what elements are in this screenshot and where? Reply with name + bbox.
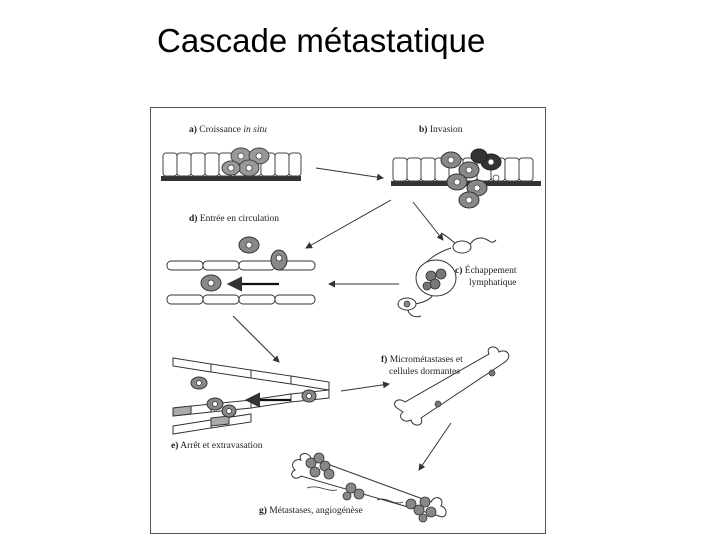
label-step-a: a) Croissance in situ bbox=[189, 125, 267, 135]
slide-title: Cascade métastatique bbox=[157, 22, 486, 59]
cascade-diagram bbox=[161, 147, 541, 523]
label-step-e: e) Arrêt et extravasation bbox=[171, 441, 263, 451]
panel-d-circulation bbox=[166, 236, 316, 305]
panel-e-extravasation bbox=[172, 357, 330, 435]
label-step-g: g) Métastases, angiogénèse bbox=[259, 506, 363, 516]
metastatic-cascade-figure: a) Croissance in situ b) Invasion c) Éch… bbox=[150, 107, 546, 534]
label-step-b: b) Invasion bbox=[419, 125, 463, 135]
label-step-f: f) Micrométastases et bbox=[381, 355, 463, 365]
panel-a-epithelium bbox=[161, 147, 302, 181]
label-step-d: d) Entrée en circulation bbox=[189, 214, 279, 224]
arrow-a-to-b bbox=[315, 167, 384, 181]
label-step-c-line2: lymphatique bbox=[469, 278, 517, 288]
arrow-f-to-g bbox=[418, 422, 452, 471]
arrow-e-to-f bbox=[340, 381, 390, 392]
panel-f-micrometastases bbox=[394, 346, 510, 426]
arrow-b-to-c bbox=[412, 201, 444, 241]
label-step-c: c) Échappement bbox=[455, 266, 517, 276]
arrow-b-to-d bbox=[305, 199, 392, 249]
panel-b-invasion bbox=[391, 148, 541, 209]
panel-g-metastases bbox=[291, 452, 447, 523]
panel-c-lymphatic bbox=[397, 232, 497, 318]
arrow-d-to-e bbox=[232, 315, 280, 363]
label-step-f-line2: cellules dormantes bbox=[389, 367, 460, 377]
